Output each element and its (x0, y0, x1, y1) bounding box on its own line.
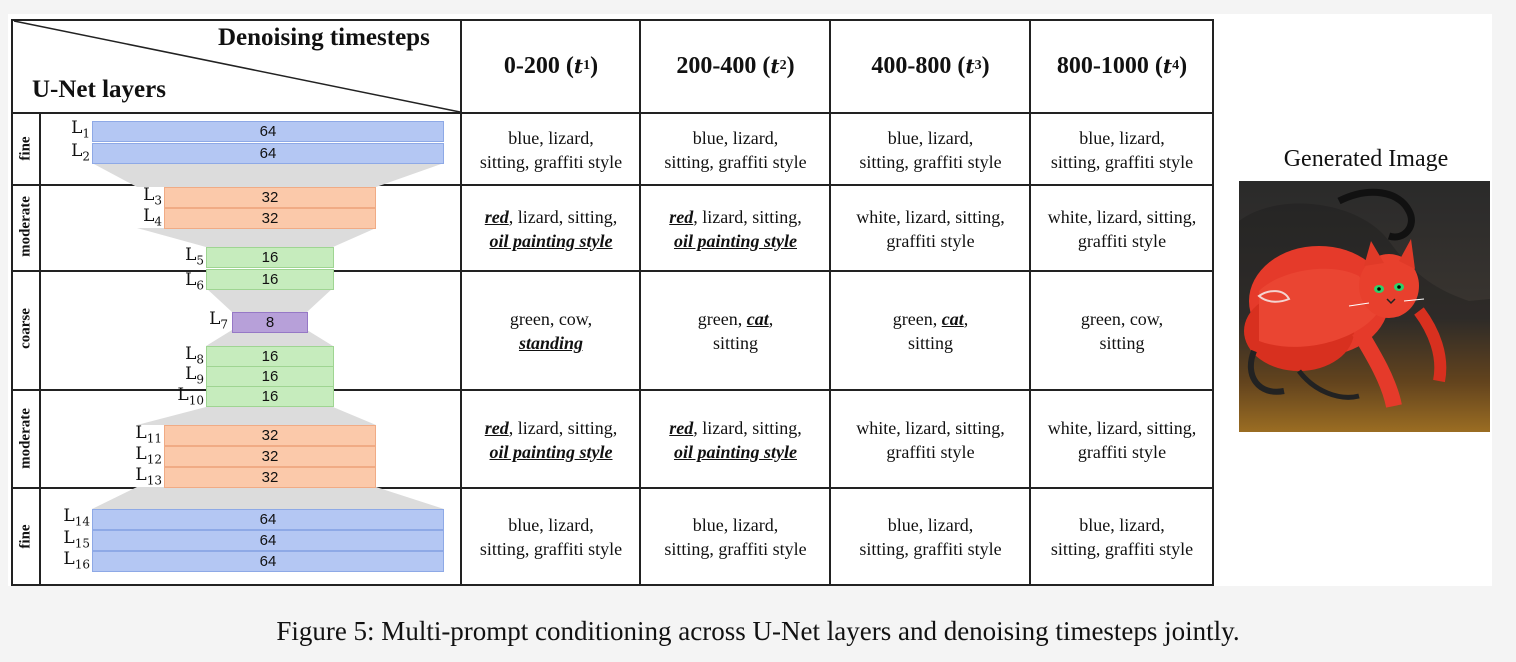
layer-bar-16: 64 (92, 551, 444, 572)
layer-bar-8: 16 (206, 346, 334, 367)
layer-bar-15: 64 (92, 530, 444, 551)
cell-r1-c3: blue, lizard,sitting, graffiti style (859, 127, 1002, 172)
corner-header-timesteps: Denoising timesteps (218, 24, 430, 51)
generated-image-title: Generated Image (1283, 146, 1449, 172)
generated-image (1239, 181, 1490, 432)
layer-bar-3: 32 (164, 187, 376, 208)
cell-r1-c4: blue, lizard,sitting, graffiti style (1050, 127, 1194, 172)
cell-r5-c1: blue, lizard,sitting, graffiti style (479, 515, 623, 559)
cell-r1-c1: blue, lizard,sitting, graffiti style (479, 127, 623, 172)
layer-label-10: L10 (177, 385, 204, 408)
layer-label-3: L3 (143, 185, 162, 208)
cell-r2-c2: red, lizard, sitting,oil painting style (669, 206, 802, 251)
cell-r3-c1: green, cow,standing (509, 309, 593, 353)
layer-bar-11: 32 (164, 425, 376, 446)
layer-label-2: L2 (71, 141, 90, 164)
layer-label-4: L4 (143, 206, 162, 229)
group-label-moderate-top: moderate (17, 196, 34, 257)
cell-r5-c3: blue, lizard,sitting, graffiti style (859, 515, 1002, 559)
layer-bar-10: 16 (206, 386, 334, 407)
layer-label-1: L1 (71, 118, 90, 141)
layer-bar-7: 8 (232, 312, 308, 333)
layer-label-14: L14 (63, 506, 90, 529)
cell-r2-c4: white, lizard, sitting,graffiti style (1047, 206, 1197, 251)
cell-r4-c2: red, lizard, sitting,oil painting style (669, 417, 802, 462)
layer-label-13: L13 (135, 465, 162, 488)
layer-label-8: L8 (185, 344, 204, 367)
layer-bar-6: 16 (206, 269, 334, 290)
cell-r2-c3: white, lizard, sitting,graffiti style (856, 206, 1005, 251)
layer-bar-13: 32 (164, 467, 376, 488)
cell-r1-c2: blue, lizard,sitting, graffiti style (664, 127, 807, 172)
layer-bar-1: 64 (92, 121, 444, 142)
layer-label-9: L9 (185, 364, 204, 387)
layer-label-7: L7 (209, 309, 228, 332)
layer-label-5: L5 (185, 245, 204, 268)
layer-bar-12: 32 (164, 446, 376, 467)
layer-label-6: L6 (185, 270, 204, 293)
layer-label-15: L15 (63, 528, 90, 551)
group-label-fine-bottom: fine (17, 524, 34, 549)
layer-label-16: L16 (63, 549, 90, 572)
layer-bar-5: 16 (206, 247, 334, 268)
group-label-fine-top: fine (17, 136, 34, 161)
cell-r5-c4: blue, lizard,sitting, graffiti style (1050, 515, 1194, 559)
cell-r3-c2: green, cat,sitting (697, 309, 774, 353)
cell-r5-c2: blue, lizard,sitting, graffiti style (664, 515, 807, 559)
corner-header-layers: U-Net layers (32, 76, 166, 103)
group-label-moderate-bottom: moderate (17, 408, 34, 469)
layer-label-11: L11 (135, 423, 162, 446)
cell-r2-c1: red, lizard, sitting,oil painting style (484, 206, 618, 251)
cell-r4-c4: white, lizard, sitting,graffiti style (1047, 417, 1197, 462)
layer-bar-4: 32 (164, 208, 376, 229)
cell-r4-c3: white, lizard, sitting,graffiti style (856, 417, 1005, 462)
cell-r3-c4: green, cow,sitting (1080, 309, 1164, 353)
figure-caption: Figure 5: Multi-prompt conditioning acro… (276, 616, 1240, 646)
cell-r4-c1: red, lizard, sitting,oil painting style (484, 417, 618, 462)
layer-bar-9: 16 (206, 366, 334, 387)
group-label-coarse: coarse (17, 308, 34, 349)
cell-r3-c3: green, cat,sitting (892, 309, 969, 353)
layer-bar-2: 64 (92, 143, 444, 164)
layer-label-12: L12 (135, 444, 162, 467)
layer-bar-14: 64 (92, 509, 444, 530)
